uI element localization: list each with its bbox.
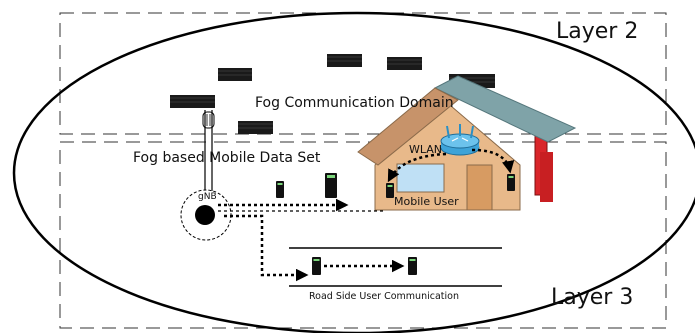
server-rack: [170, 95, 215, 108]
server-rack: [327, 54, 362, 67]
mobile-device-icon: [507, 174, 515, 191]
antenna-tower-icon: [202, 110, 215, 194]
layer2-box: [59, 12, 667, 135]
gnb-road-link: [224, 214, 309, 282]
house-icon: [357, 75, 577, 211]
fog-domain-label: Fog Communication Domain: [255, 95, 454, 111]
wifi-router-icon: [440, 124, 480, 156]
mobile-device-icon: [325, 173, 337, 198]
server-rack: [387, 57, 422, 70]
layer2-label: Layer 2: [556, 19, 638, 44]
server-rack: [238, 121, 273, 134]
fog-ellipse: [12, 11, 695, 333]
server-rack: [218, 68, 252, 81]
wlan-link: [387, 152, 447, 183]
layer3-label: Layer 3: [551, 285, 633, 310]
mobile-user-label: Mobile User: [394, 195, 459, 208]
window: [396, 163, 445, 193]
road-side-label: Road Side User Communication: [309, 291, 459, 302]
gnb-node: [195, 205, 215, 225]
mobile-device-icon: [408, 257, 417, 275]
fog-dataset-label: Fog based Mobile Data Set: [133, 150, 321, 166]
wlan-label: WLAN: [409, 143, 442, 156]
mobile-device-icon: [386, 183, 394, 198]
gnb-label: gNB: [198, 192, 217, 202]
mobile-device-icon: [276, 181, 284, 198]
mobile-device-icon: [312, 257, 321, 275]
wlan-link: [471, 148, 515, 174]
door: [466, 164, 493, 211]
